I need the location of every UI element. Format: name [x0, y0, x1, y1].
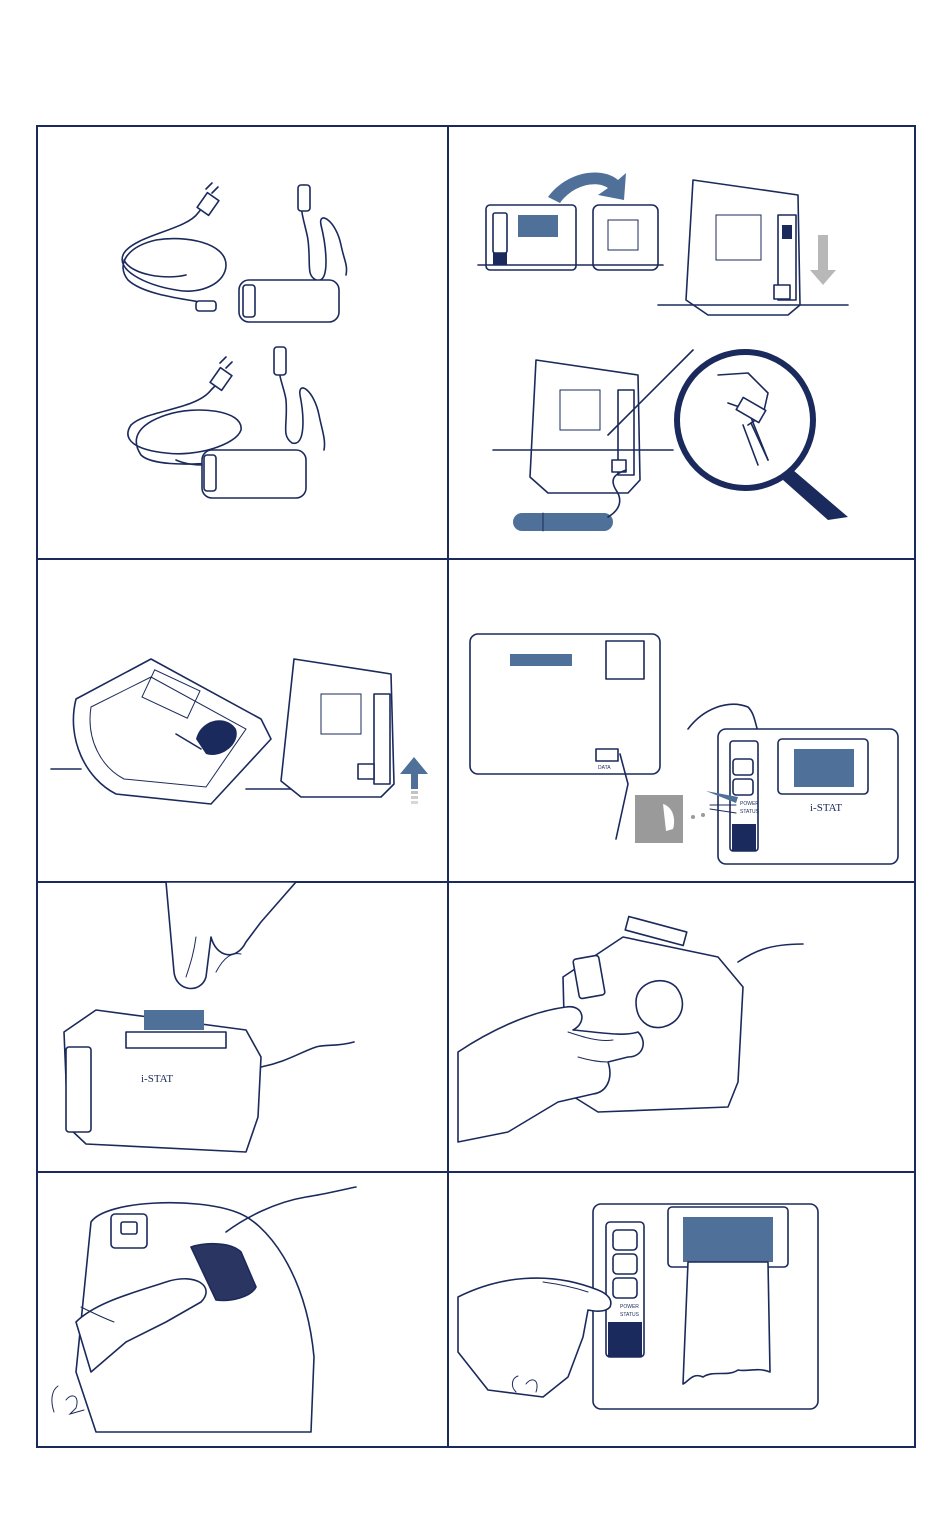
- printer-bottom-battery: [530, 360, 640, 493]
- paper-roll-icon: [636, 981, 682, 1028]
- panel-paper-cover-open: i-STAT: [36, 882, 448, 1172]
- panel-paper-roll-insert: [448, 882, 916, 1172]
- status-label: STATUS: [740, 809, 760, 815]
- hand-icon: [166, 882, 296, 988]
- panel-battery-cover-close: [36, 559, 448, 882]
- status-label: STATUS: [620, 1312, 640, 1318]
- power-adapter-icon: [239, 185, 347, 322]
- power-label: POWER: [740, 801, 759, 807]
- panel-paper-cover-close: [36, 1172, 448, 1448]
- hand-icon: [458, 1278, 611, 1397]
- printer-bottom-small: [593, 205, 658, 270]
- ac-power-cord-icon: [122, 183, 226, 311]
- printer-bottom-open: [686, 180, 836, 315]
- power-adapter-icon: [176, 347, 325, 498]
- panel-battery-install: [448, 125, 916, 559]
- printer-front: [486, 205, 576, 270]
- panel-power-supplies: [36, 125, 448, 559]
- up-arrow-icon: [400, 757, 428, 804]
- instruction-grid: DATA i-STAT POWER STATUS: [36, 125, 916, 1448]
- ac-power-cord-icon: [128, 357, 241, 464]
- printer-rear: DATA: [470, 634, 660, 839]
- panel-data-cable-connect: DATA i-STAT POWER STATUS: [448, 559, 916, 882]
- rotate-arrow-icon: [548, 173, 626, 203]
- printer-paper-open: i-STAT: [64, 1010, 354, 1152]
- power-label: POWER: [620, 1304, 639, 1310]
- brand-label: i-STAT: [141, 1073, 173, 1085]
- brand-label: i-STAT: [810, 802, 842, 814]
- data-port-label: DATA: [598, 765, 611, 771]
- printer-bottom-closed: [281, 659, 394, 797]
- printer-tilted: [73, 659, 271, 804]
- printer-front-right: i-STAT POWER STATUS: [718, 729, 898, 864]
- magnifier-icon: [677, 352, 848, 520]
- printout-icon: [683, 1262, 770, 1384]
- panel-paper-feed-button: POWER STATUS: [448, 1172, 916, 1448]
